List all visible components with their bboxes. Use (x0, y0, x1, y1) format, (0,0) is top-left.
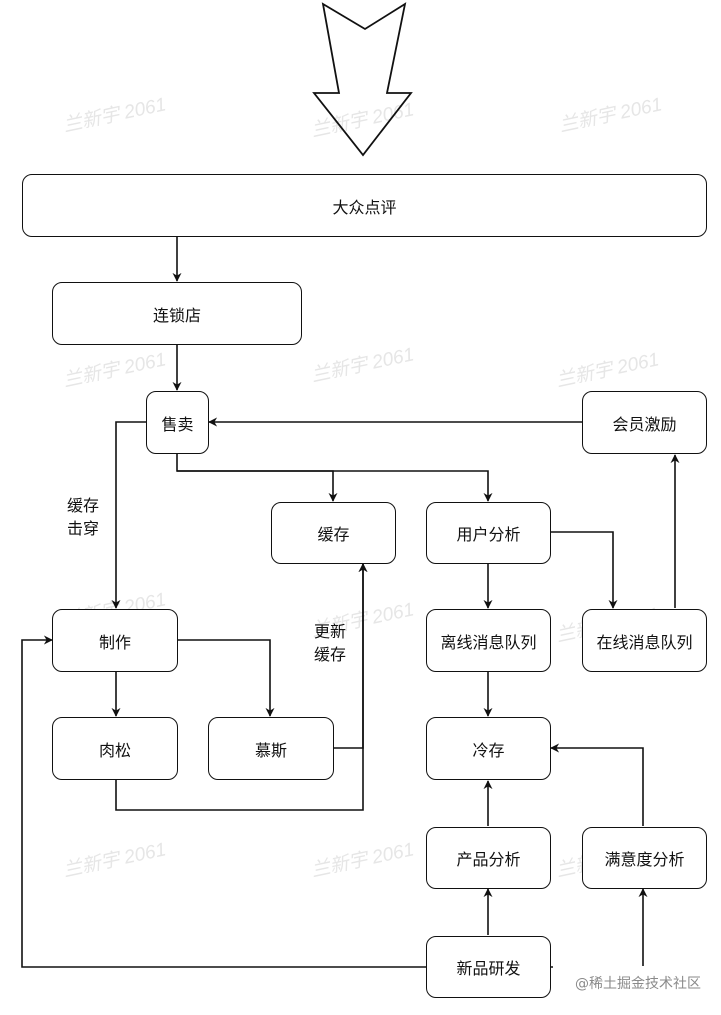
node-mousse: 慕斯 (208, 717, 334, 780)
edge-make-mousse (178, 639, 275, 717)
node-chain-store: 连锁店 (52, 282, 302, 345)
entry-arrow (312, 2, 413, 157)
edge-label-cache-breakdown: 缓存 击穿 (67, 494, 99, 540)
edge-sell-cache (176, 454, 338, 502)
edge-label-line: 更新 (314, 622, 347, 641)
node-cold-storage: 冷存 (426, 717, 551, 780)
node-label: 大众点评 (332, 197, 397, 217)
node-label: 售卖 (161, 414, 194, 434)
node-label: 肉松 (98, 740, 131, 760)
node-member-incentive: 会员激励 (582, 391, 707, 454)
node-floss: 肉松 (52, 717, 178, 780)
node-label: 用户分析 (456, 525, 521, 544)
edge-sell-user-analysis (177, 470, 493, 502)
node-label: 制作 (98, 632, 131, 652)
node-label: 连锁店 (152, 305, 201, 325)
edge-new-satisfaction (551, 888, 648, 968)
edge-floss-cache (115, 563, 368, 811)
node-label: 缓存 (317, 525, 350, 544)
node-label: 新品研发 (456, 959, 521, 978)
edge-user-online (551, 531, 618, 609)
edge-label-update-cache: 更新 缓存 (314, 620, 346, 666)
node-product-analysis: 产品分析 (426, 827, 551, 889)
node-label: 满意度分析 (604, 850, 685, 869)
edge-new-make (21, 635, 426, 968)
node-label: 冷存 (472, 740, 505, 760)
node-dianping: 大众点评 (22, 174, 707, 237)
node-label: 慕斯 (254, 740, 287, 760)
edge-sell-make (111, 421, 146, 609)
node-label: 在线消息队列 (596, 632, 693, 652)
node-satisfaction-analysis: 满意度分析 (582, 827, 707, 889)
edge-label-line: 缓存 (314, 645, 347, 664)
edge-satisfaction-cold (550, 743, 644, 826)
node-cache: 缓存 (271, 502, 396, 564)
credit-background (553, 966, 721, 1000)
edge-label-line: 击穿 (67, 519, 100, 538)
node-label: 产品分析 (456, 850, 521, 869)
node-label: 会员激励 (612, 414, 677, 434)
node-make: 制作 (52, 609, 178, 672)
node-new-product: 新品研发 (426, 936, 551, 998)
node-label: 离线消息队列 (440, 632, 537, 652)
node-user-analysis: 用户分析 (426, 502, 551, 564)
node-online-queue: 在线消息队列 (582, 609, 707, 672)
source-credit: @稀土掘金技术社区 (575, 976, 701, 992)
node-offline-queue: 离线消息队列 (426, 609, 551, 672)
node-sell: 售卖 (146, 391, 209, 454)
edge-label-line: 缓存 (67, 496, 100, 515)
